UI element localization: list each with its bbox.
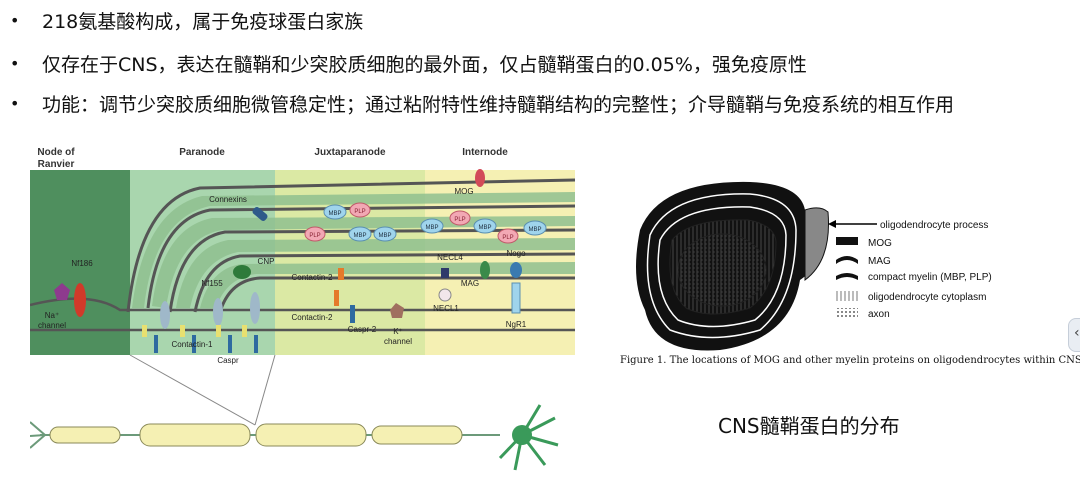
node-of-ranvier-label: Node of [37,147,75,158]
ngr1-label: NgR1 [506,320,527,329]
caspr2-shape [350,305,355,323]
nf155-shape-2 [213,298,223,326]
ngr1-shape [512,283,520,313]
svg-text:PLP: PLP [454,217,465,223]
myelin-cross-section-figure: oligodendrocyte process MOG MAG compact … [600,170,1060,380]
bullet-marker: • [10,94,19,113]
bullet-marker: • [10,11,19,30]
bullet-text: 仅存在于CNS，表达在髓鞘和少突胶质细胞的最外面，仅占髓鞘蛋白的0.05%，强免… [42,50,807,77]
legend-label-cytoplasm: oligodendrocyte cytoplasm [868,292,986,303]
mog-label: MOG [454,187,473,196]
nf155-shape [160,301,170,329]
myelin-node-diagram: Node of Ranvier Paranode Juxtaparanode I… [30,140,575,475]
cnp-shape [233,265,251,279]
svg-text:PLP: PLP [502,235,513,241]
cross-section-drawing [636,182,829,351]
contactin2-label: Contactin-2 [292,273,333,282]
contactin1-label: Contactin-1 [172,340,213,349]
nf155-shape-3 [250,292,260,324]
neuron-sketch [30,405,558,470]
legend-swatch-mag [836,256,858,264]
zoom-line-left [130,355,255,425]
svg-text:MBP: MBP [378,233,391,239]
svg-text:MBP: MBP [425,225,438,231]
svg-text:PLP: PLP [354,209,365,215]
nf186-label: Nf186 [71,259,93,268]
nogo-shape [510,262,522,278]
bullet-text: 功能：调节少突胶质细胞微管稳定性；通过粘附特性维持髓鞘结构的完整性；介导髓鞘与免… [42,90,954,117]
legend-label-axon: axon [868,309,890,320]
svg-text:PLP: PLP [309,233,320,239]
legend-label-compact-myelin: compact myelin (MBP, PLP) [868,272,992,283]
nogo-label: Nogo [506,249,526,258]
necl4-shape [441,268,449,278]
figure-legend: oligodendrocyte process MOG MAG compact … [836,220,992,320]
caspr-label: Caspr [217,356,239,365]
legend-swatch-axon [836,308,858,318]
contactin2-shape [338,268,344,280]
cnp-label: CNP [258,257,275,266]
juxtaparanode-label: Juxtaparanode [314,147,386,158]
mog-shape [475,169,485,187]
k-channel-label-2: channel [384,337,412,346]
bullet-text: 218氨基酸构成，属于免疫球蛋白家族 [42,7,363,34]
process-arrowhead [828,220,836,228]
expand-icon: ‹ [1074,325,1080,341]
paranode-label: Paranode [179,147,225,158]
svg-text:MBP: MBP [478,225,491,231]
nf186-shape [74,283,86,317]
svg-text:MBP: MBP [528,227,541,233]
nf155-label: Nf155 [201,279,223,288]
svg-text:MBP: MBP [328,211,341,217]
legend-swatch-cytoplasm [836,291,858,301]
necl4-label: NECL4 [437,253,463,262]
connexins-label: Connexins [209,195,247,204]
na-channel-label: Na⁺ [45,311,59,320]
legend-label-mog: MOG [868,238,892,249]
figure-subtitle: CNS髓鞘蛋白的分布 [718,410,900,439]
caspr2-label: Caspr-2 [348,325,377,334]
mag-shape [480,261,490,279]
mag-label: MAG [461,279,479,288]
legend-label-process: oligodendrocyte process [880,220,988,231]
necl1-label: NECL1 [433,304,459,313]
bullet-marker: • [10,54,19,73]
side-panel-button[interactable]: ‹ [1068,318,1080,352]
legend-swatch-mog [836,237,858,245]
legend-label-mag: MAG [868,256,891,267]
zoom-line-right [255,355,275,425]
node-of-ranvier-label-2: Ranvier [38,159,75,170]
internode-label: Internode [462,147,508,158]
k-channel-label: K⁺ [393,327,403,336]
contactin2-label-2: Contactin-2 [292,313,333,322]
svg-text:MBP: MBP [353,233,366,239]
figure-caption: Figure 1. The locations of MOG and other… [620,355,1080,366]
na-channel-label-2: channel [38,321,66,330]
necl1-shape [439,289,451,301]
legend-swatch-compact-myelin [836,273,858,280]
contactin2-shape-2 [334,290,339,306]
